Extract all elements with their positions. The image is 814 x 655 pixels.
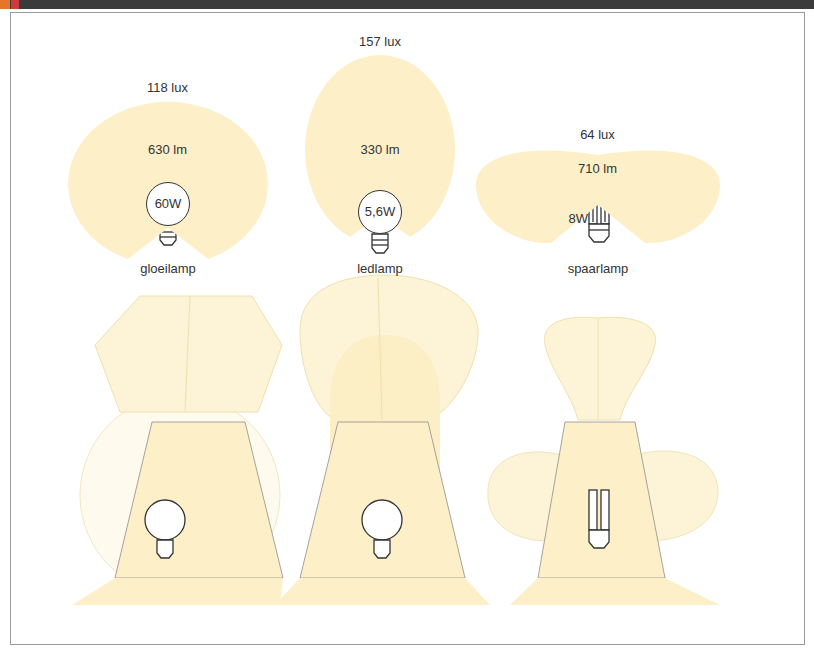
lamp-name: ledlamp [357, 261, 403, 277]
light-shape [60, 78, 275, 268]
lux-value: 118 lux [60, 80, 275, 96]
light-distribution: 157 lux 330 lm 5,6W [300, 30, 460, 265]
lux-value: 64 lux [470, 127, 725, 143]
lamp-shade-light [275, 275, 490, 605]
lumen-value: 710 lm [470, 161, 725, 177]
wattage: 8W [569, 211, 589, 227]
top-bar [0, 0, 814, 9]
lamp-name: gloeilamp [140, 261, 196, 277]
corner-icon [11, 0, 19, 9]
lamp-shade-light [488, 317, 720, 605]
light-shape [470, 125, 725, 255]
lux-value: 157 lux [300, 34, 460, 50]
bulb-circle: 60W [146, 182, 190, 226]
light-distribution: 118 lux 630 lm 60W [60, 78, 275, 268]
wattage: 5,6W [365, 204, 395, 220]
bulb-circle: 5,6W [358, 190, 402, 234]
wattage: 60W [155, 196, 182, 212]
lumen-value: 630 lm [60, 142, 275, 158]
corner-icon [0, 0, 10, 9]
light-distribution: 64 lux 710 lm [470, 125, 725, 255]
light-shape [68, 102, 268, 259]
lamp-name: spaarlamp [568, 261, 629, 277]
lumen-value: 330 lm [300, 142, 460, 158]
frame [11, 13, 805, 645]
lamp-shade-light [72, 296, 283, 605]
